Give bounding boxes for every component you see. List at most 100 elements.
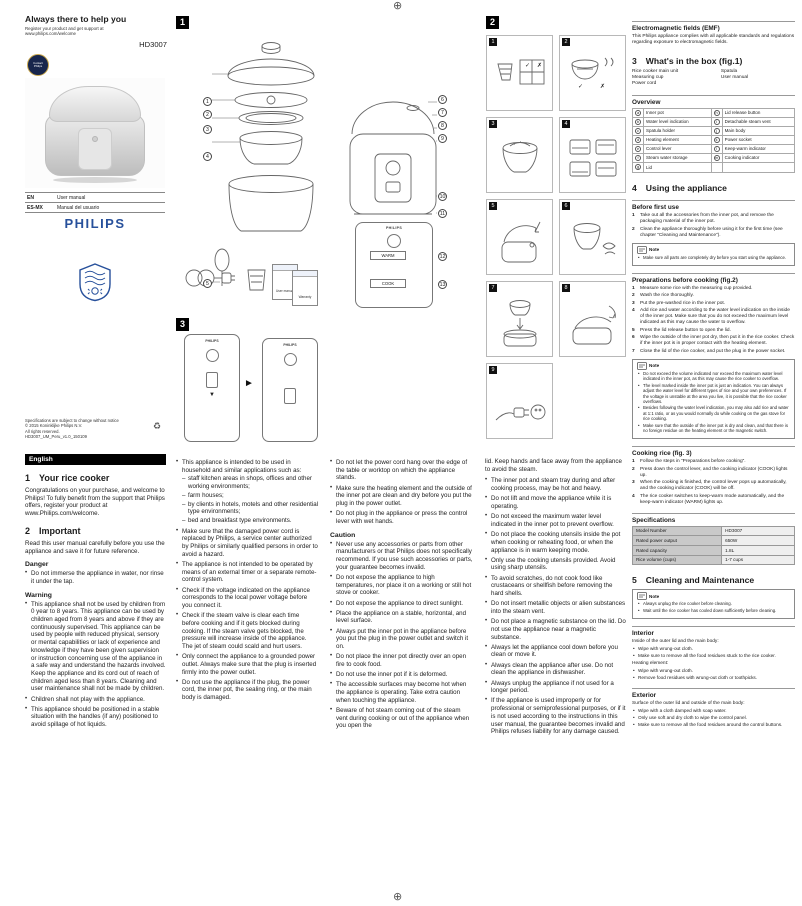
preparation-steps: Measure some rice with the measuring cup… [632, 286, 795, 355]
part-letter: l [713, 145, 720, 152]
bullet-item: Never use any accessories or parts from … [330, 541, 473, 572]
bullet-item: Do not expose the appliance to high temp… [330, 574, 473, 597]
interior-intro-2: Heating element: [632, 660, 669, 666]
step-number: 2 [562, 38, 570, 46]
cross-icon: ✗ [537, 63, 543, 69]
washing-rice-drawing [571, 57, 614, 80]
registration-mark-icon: ⊕ [393, 891, 403, 903]
safety-column-2: This appliance is intended to be used in… [176, 458, 318, 705]
step-4-illustration: 4 [559, 117, 626, 193]
bullet-item: Always let the appliance cool down befor… [485, 644, 626, 659]
step-6-illustration: 6 [559, 199, 626, 275]
bullet-item: Make sure that the damaged power cord is… [176, 528, 318, 559]
chapter-number: 4 [632, 183, 637, 194]
chapter-number: 1 [25, 473, 31, 483]
overview-table: a Inner pot h Lid release button b Water… [632, 107, 796, 174]
bullet-item: Make sure to remove all the food residue… [633, 722, 795, 728]
philips-shield-logo [79, 263, 111, 302]
language-code: EN [25, 192, 55, 203]
card-label: User manual [275, 289, 295, 293]
bullet-item: Place the appliance on a stable, horizon… [330, 610, 473, 625]
overview-row: c Spatula holder j Main body [632, 125, 796, 136]
step-5-illustration: 5 [486, 199, 553, 275]
step-9-illustration: 9 [486, 363, 553, 439]
bullet-item: Do not place the inner pot directly over… [330, 653, 473, 668]
bullet-item: Make sure the heating element and the ou… [330, 485, 473, 508]
spec-key: Model Number [631, 525, 723, 537]
callout-1: 1 [203, 97, 212, 106]
callout-9: 9 [438, 134, 447, 143]
bullet-item: Only use soft and dry cloth to wipe the … [633, 715, 795, 721]
note-label: Note [649, 363, 660, 369]
specifications-table: Model Number HD3007 Rated power output 6… [631, 525, 795, 566]
note-item: Wait until the rice cooker has cooled do… [638, 608, 790, 614]
spec-row: Rated power output 650W [631, 535, 795, 547]
right-column: Electromagnetic fields (EMF) This Philip… [631, 14, 796, 729]
callout-7: 7 [438, 108, 447, 117]
step-7-illustration: 7 [486, 281, 553, 357]
part-letter: m [713, 154, 720, 161]
part-label: Power socket [721, 134, 796, 145]
box-item: Power cord [632, 81, 657, 87]
note-box: Note Do not exceed the volume indicated … [632, 358, 795, 440]
box-item: Measuring cup [632, 75, 664, 81]
emf-heading: Electromagnetic fields (EMF) [632, 21, 795, 32]
cooker-front-panel [78, 128, 112, 170]
step-3-illustration: 3 [486, 117, 553, 193]
language-label: Manual del usuario [55, 202, 165, 213]
bullet-item: Wipe with wrung-out cloth. [633, 668, 795, 674]
step-2-illustration: 2 ✓ ✗ [559, 35, 626, 111]
bullet-item: Always unplug the appliance if not used … [485, 680, 626, 695]
callout-10: 10 [438, 192, 447, 201]
overview-row: a Inner pot h Lid release button [632, 107, 796, 118]
warning-heading: Warning [25, 591, 52, 599]
legal-line: HD3007_UM_Peru_v1.0_150109 [25, 433, 87, 439]
step-item: Take out all the accessories from the in… [632, 213, 774, 225]
part-label: Control lever [643, 143, 712, 154]
bullet-item: Do not use the inner pot if it is deform… [330, 671, 473, 679]
part-letter: a [635, 109, 641, 116]
bullet-item: Only connect the appliance to a grounded… [176, 653, 318, 676]
caution-heading: Caution [330, 531, 356, 539]
bullet-item: Do not place the cooking utensils inside… [485, 531, 626, 554]
wipe-pot-drawing [573, 223, 616, 255]
bullet-item: To avoid scratches, do not cook food lik… [485, 575, 626, 598]
masthead: Always there to help you Register your p… [25, 14, 167, 454]
step-tiles: 1 ✓ ✗ 2 ✓ ✗ 3 [486, 35, 626, 439]
card-label: Warranty [298, 295, 312, 299]
panel-after-drawing: PHILIPS [262, 338, 318, 442]
callout-13: 13 [438, 280, 447, 289]
figure-3-label: 3 [176, 318, 189, 331]
insert-pot-drawing [503, 300, 537, 347]
spec-key: Rated power output [631, 535, 723, 547]
part-label: Heating element [643, 134, 712, 145]
figure-1-label: 1 [176, 16, 189, 29]
part-label: Spatula holder [643, 125, 712, 136]
part-letter: h [713, 109, 720, 116]
overview-row: g Lid [632, 161, 796, 174]
bullet-item: Do not plug in the appliance or press th… [330, 510, 473, 525]
bullet-item: Remove food residues with wrung-out clot… [633, 675, 795, 681]
overview-heading: Overview [632, 94, 795, 106]
register-text: Register your product and get support at… [25, 26, 167, 37]
cooking-rice-heading: Cooking rice (fig. 3) [632, 446, 795, 457]
bullet-item: If the appliance is used improperly or f… [485, 697, 626, 736]
preparations-heading: Preparations before cooking (fig.2) [632, 272, 795, 284]
badge-line: Contact [33, 60, 43, 65]
note-box: Note Make sure all parts are completely … [632, 242, 795, 266]
close-lid-drawing [572, 305, 616, 345]
sub-bullet-item: bed and breakfast type environments. [182, 517, 318, 525]
before-first-use-steps: Take out all the accessories from the in… [632, 213, 795, 239]
step-item: Wipe the outside of the inner pot dry, t… [632, 335, 795, 347]
figure-2-label: 2 [486, 16, 499, 29]
note-icon [637, 592, 647, 601]
spec-key: Rated capacity [631, 545, 723, 556]
legal-line: © 2015 Koninklijke Philips N.V. [25, 423, 83, 429]
bullet-item: The appliance is not intended to be oper… [176, 561, 318, 584]
model-number: HD3007 [139, 40, 167, 49]
press-arrow-icon: ▼ [209, 392, 215, 398]
part-label: Steam water storage [643, 152, 712, 163]
philips-wordmark: PHILIPS [64, 216, 126, 231]
recycle-icon: ♻ [152, 421, 161, 431]
